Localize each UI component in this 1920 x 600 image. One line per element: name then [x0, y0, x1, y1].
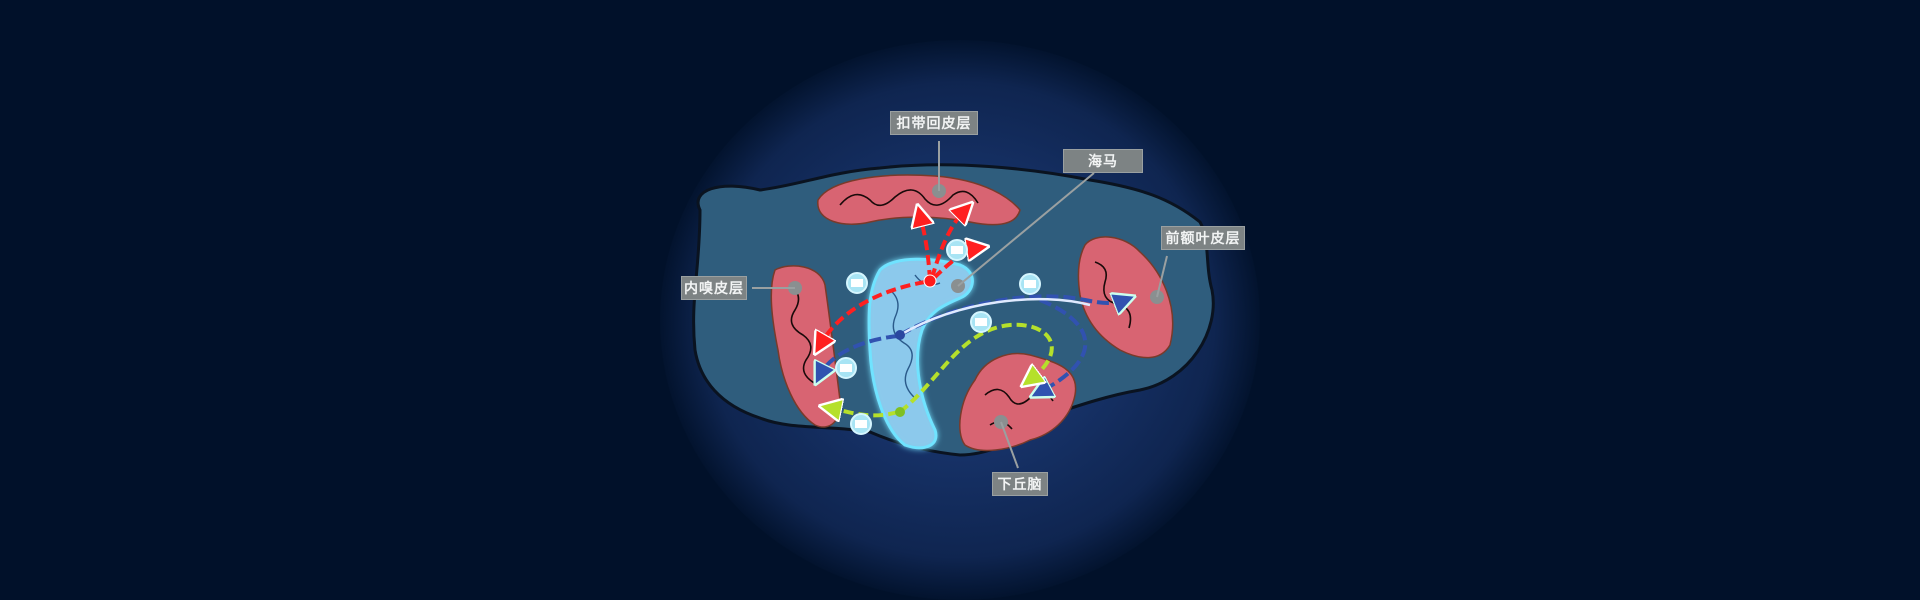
label-entorhinal-cortex: 内嗅皮层: [681, 276, 747, 300]
label-prefrontal-cortex: 前额叶皮层: [1161, 226, 1245, 250]
message-icon: [1019, 273, 1041, 295]
hippocampus-region: [867, 257, 974, 450]
label-hippocampus: 海马: [1063, 149, 1143, 173]
brain-diagram: [692, 141, 1215, 469]
label-hypothalamus: 下丘脑: [992, 472, 1048, 496]
blue-solid-pathway: [899, 297, 1091, 337]
blue-origin-dot: [895, 330, 905, 340]
green-origin-dot: [895, 407, 905, 417]
label-cingulate-cortex: 扣带回皮层: [890, 111, 978, 135]
red-origin-dot: [923, 274, 937, 288]
message-icon: [970, 311, 992, 333]
message-icon: [846, 272, 868, 294]
message-icon: [946, 239, 968, 261]
message-icon: [835, 357, 857, 379]
blue-pathways: [820, 296, 1125, 392]
message-icon: [850, 413, 872, 435]
message-icons: [835, 239, 1041, 435]
